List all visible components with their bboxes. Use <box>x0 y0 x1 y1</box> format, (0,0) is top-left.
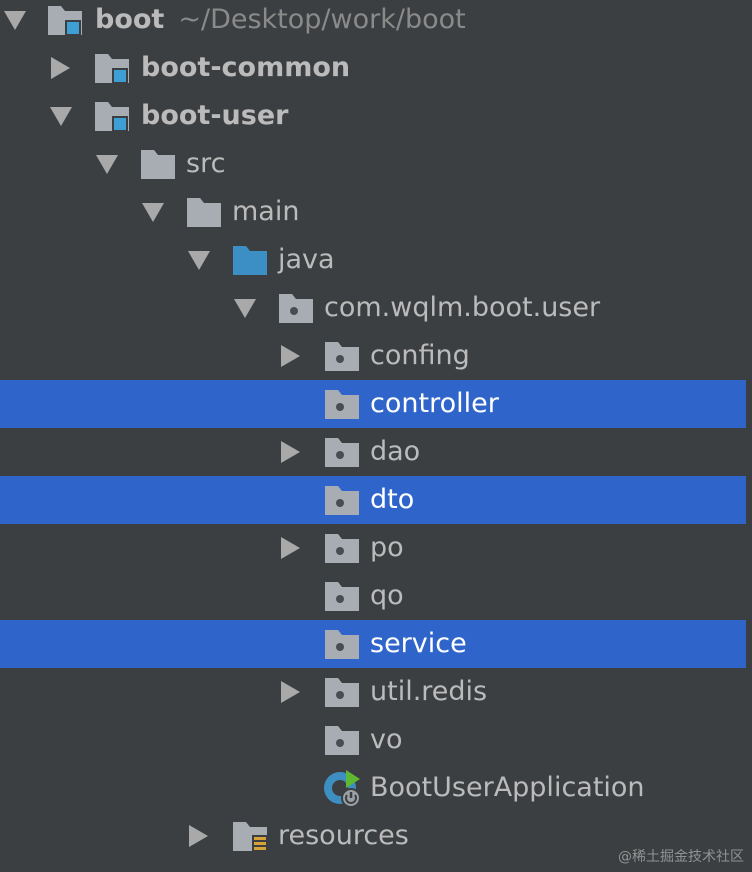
folder-icon <box>141 150 175 179</box>
tree-row-boot[interactable]: boot~/Desktop/work/boot <box>0 0 752 44</box>
tree-label-controller: controller <box>370 387 499 419</box>
module-folder-icon <box>95 102 129 132</box>
tree-label-main: main <box>232 195 300 227</box>
tree-label-confing: confing <box>370 339 470 371</box>
tree-row-package[interactable]: com.wqlm.boot.user <box>0 284 752 332</box>
expand-arrow-icon[interactable] <box>50 107 72 126</box>
collapsed-arrow-icon[interactable] <box>281 441 300 463</box>
package-icon <box>325 678 359 707</box>
package-icon <box>279 294 313 323</box>
tree-row-boot-common[interactable]: boot-common <box>0 44 752 92</box>
tree-label-src: src <box>186 147 226 179</box>
expand-arrow-icon[interactable] <box>234 299 256 318</box>
collapsed-arrow-icon[interactable] <box>281 537 300 559</box>
package-icon <box>325 342 359 371</box>
package-icon <box>325 438 359 467</box>
package-icon <box>325 390 359 419</box>
tree-row-service[interactable]: service <box>0 620 746 668</box>
tree-row-qo[interactable]: qo <box>0 572 752 620</box>
package-icon <box>325 582 359 611</box>
tree-label-vo: vo <box>370 723 403 755</box>
tree-label-boot: boot~/Desktop/work/boot <box>95 3 466 35</box>
tree-row-util-redis[interactable]: util.redis <box>0 668 752 716</box>
tree-row-resources[interactable]: resources <box>0 812 752 860</box>
tree-label-boot-user: boot-user <box>141 99 289 131</box>
tree-row-boot-user-application[interactable]: BootUserApplication <box>0 764 752 812</box>
collapsed-arrow-icon[interactable] <box>189 825 208 847</box>
tree-row-dao[interactable]: dao <box>0 428 752 476</box>
spring-boot-class-icon <box>324 770 361 808</box>
tree-label-po: po <box>370 531 404 563</box>
module-folder-icon <box>48 6 82 36</box>
package-icon <box>325 726 359 755</box>
tree-row-src[interactable]: src <box>0 140 752 188</box>
module-folder-icon <box>95 54 129 84</box>
source-folder-icon <box>233 246 267 275</box>
tree-row-dto[interactable]: dto <box>0 476 746 524</box>
tree-label-package: com.wqlm.boot.user <box>324 291 601 323</box>
tree-label-dto: dto <box>370 483 415 515</box>
tree-row-java[interactable]: java <box>0 236 752 284</box>
tree-row-main[interactable]: main <box>0 188 752 236</box>
tree-label-resources: resources <box>278 819 409 851</box>
tree-row-confing[interactable]: confing <box>0 332 752 380</box>
tree-label-util-redis: util.redis <box>370 675 488 707</box>
watermark: @稀土掘金技术社区 <box>618 849 744 865</box>
tree-label-boot-user-application: BootUserApplication <box>370 771 645 803</box>
expand-arrow-icon[interactable] <box>188 251 210 270</box>
tree-label-dao: dao <box>370 435 421 467</box>
resources-folder-icon <box>233 822 267 852</box>
project-path: ~/Desktop/work/boot <box>178 3 466 35</box>
tree-label-service: service <box>370 627 467 659</box>
tree-row-vo[interactable]: vo <box>0 716 752 764</box>
collapsed-arrow-icon[interactable] <box>281 681 300 703</box>
expand-arrow-icon[interactable] <box>96 155 118 174</box>
tree-row-po[interactable]: po <box>0 524 752 572</box>
tree-label-qo: qo <box>370 579 404 611</box>
tree-row-boot-user[interactable]: boot-user <box>0 92 752 140</box>
tree-label-java: java <box>278 243 335 275</box>
tree-label-boot-common: boot-common <box>141 51 351 83</box>
folder-icon <box>187 198 221 227</box>
tree-row-controller[interactable]: controller <box>0 380 746 428</box>
package-icon <box>325 486 359 515</box>
expand-arrow-icon[interactable] <box>4 11 26 30</box>
collapsed-arrow-icon[interactable] <box>51 57 70 79</box>
package-icon <box>325 534 359 563</box>
collapsed-arrow-icon[interactable] <box>281 345 300 367</box>
package-icon <box>325 630 359 659</box>
expand-arrow-icon[interactable] <box>142 203 164 222</box>
